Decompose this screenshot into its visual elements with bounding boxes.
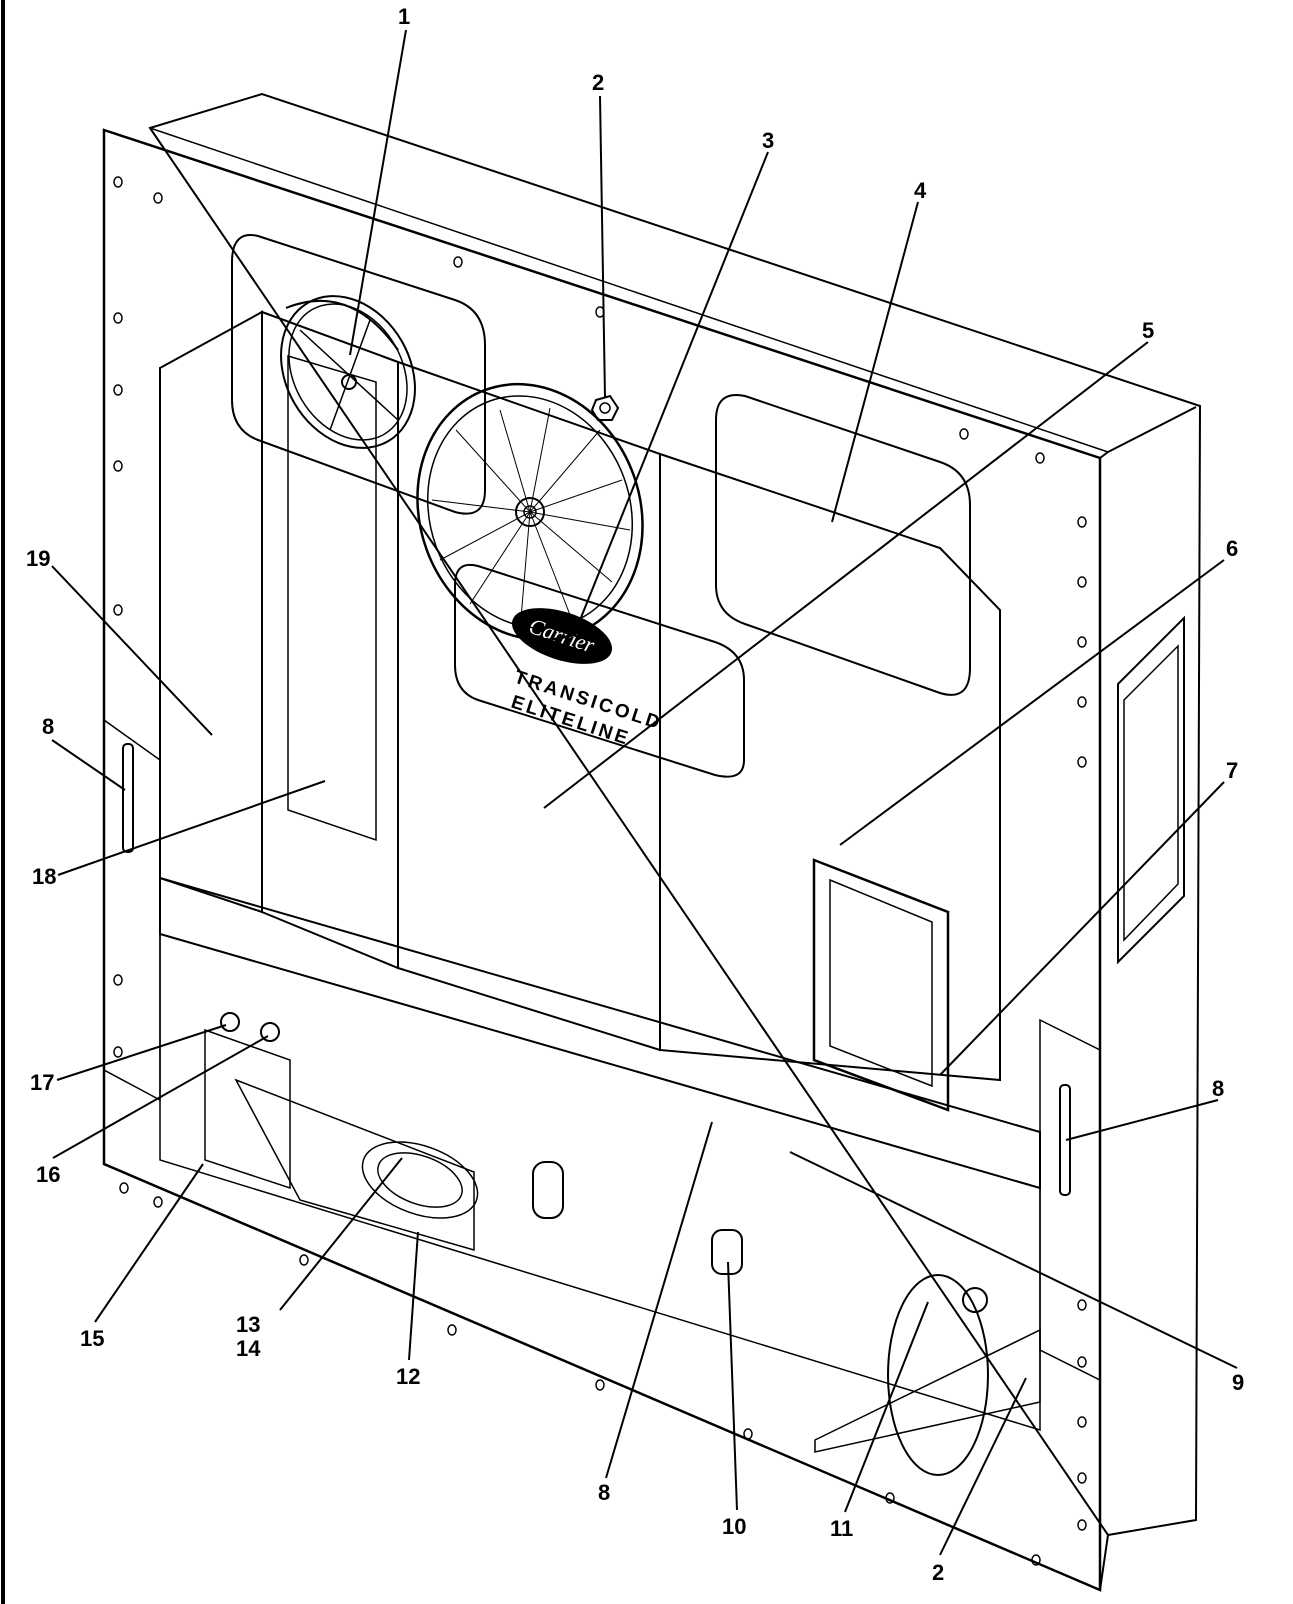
switch-ports: [220, 1012, 280, 1042]
callout-11: 11: [830, 1516, 853, 1541]
callout-1: 1: [398, 4, 410, 29]
callout-8-bottom: 8: [598, 1480, 610, 1505]
lower-compartment: [159, 933, 1041, 1476]
access-panel-upper-left: [231, 234, 486, 515]
callout-16: 16: [36, 1162, 60, 1187]
callout-7: 7: [1226, 758, 1238, 783]
callout-17: 17: [30, 1070, 54, 1095]
callout-3: 3: [762, 128, 774, 153]
fitting-top: [590, 394, 620, 421]
control-box-right: [659, 452, 1001, 1112]
panel-bolts: [113, 176, 1087, 1566]
callout-4: 4: [914, 178, 927, 203]
side-cover-right: [1117, 615, 1185, 965]
callout-6: 6: [1226, 536, 1238, 561]
callout-2-bottom: 2: [932, 1560, 944, 1585]
callout-9: 9: [1232, 1370, 1244, 1395]
callout-2-top: 2: [592, 70, 604, 95]
callout-12: 12: [396, 1364, 420, 1389]
callout-8-right: 8: [1212, 1076, 1224, 1101]
callout-18: 18: [32, 864, 56, 889]
callout-15: 15: [80, 1326, 104, 1351]
callout-8-left: 8: [42, 714, 54, 739]
logo-panel: Carrier TRANSICOLD ELITELINE: [454, 563, 745, 778]
handle-right: [1039, 1018, 1101, 1382]
callout-10: 10: [722, 1514, 746, 1539]
callout-19: 19: [26, 546, 50, 571]
callout-14: 14: [236, 1336, 261, 1361]
control-box-left: [159, 310, 399, 970]
access-panel-upper-right: [715, 394, 971, 696]
carrier-logo-oval: [511, 608, 613, 664]
handle-left: [103, 718, 161, 1102]
housing-box: [148, 92, 1202, 1537]
leader-lines: [51, 29, 1238, 1556]
callout-5: 5: [1142, 318, 1154, 343]
callout-13: 13: [236, 1312, 260, 1337]
